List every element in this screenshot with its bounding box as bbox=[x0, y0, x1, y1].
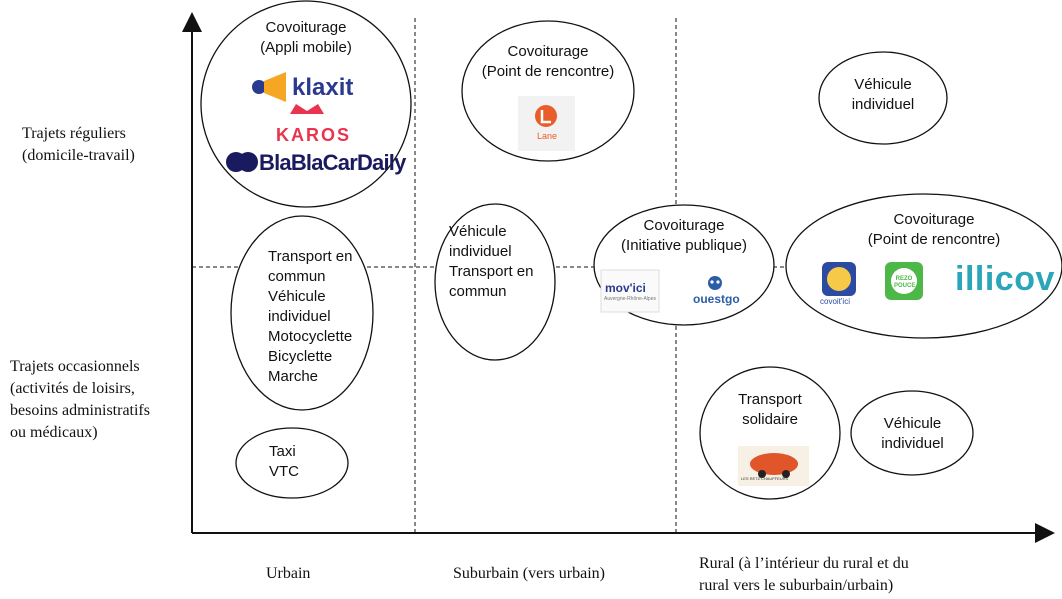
rezo-pouce-icon bbox=[885, 262, 923, 300]
bubble-label-suburban-mix: Véhicule individuel Transport en commun bbox=[449, 223, 534, 300]
bubble-rural-meeting bbox=[785, 193, 1062, 339]
covoitici-icon bbox=[822, 262, 856, 296]
bubble-suburban-mix bbox=[434, 203, 556, 361]
ouestgo-logo: ouestgo bbox=[693, 292, 740, 306]
blablacar-logo: BlaBlaCarDaily bbox=[259, 150, 406, 175]
x-label-urban: Urbain bbox=[266, 565, 311, 582]
movici-sub-text: Auvergne-Rhône-Alpes bbox=[604, 296, 656, 302]
bubble-label-carpool-app: Covoiturage (Appli mobile) bbox=[260, 19, 352, 56]
bubble-label-rural-vehicle-top: Véhicule individuel bbox=[851, 76, 915, 113]
ouestgo-icon bbox=[708, 276, 722, 290]
bubble-label-rural-meeting: Covoiturage (Point de rencontre) bbox=[867, 211, 1001, 248]
lane-logo bbox=[518, 96, 575, 151]
bubble-suburban-carpool bbox=[461, 20, 635, 162]
bubble-label-solidaire: Transport solidaire bbox=[738, 391, 802, 428]
y-label-regular: Trajets réguliers (domicile-travail) bbox=[22, 125, 135, 164]
lane-logo-text: Lane bbox=[537, 131, 558, 141]
bubble-label-public-carpool: Covoiturage (Initiative publique) bbox=[621, 217, 747, 254]
illicov-logo: illicov bbox=[955, 260, 1055, 298]
bubble-rural-vehicle-top bbox=[818, 51, 948, 145]
retz-chauffeurs-logo bbox=[738, 446, 809, 486]
x-label-suburban: Suburbain (vers urbain) bbox=[453, 565, 605, 582]
karos-crown-icon bbox=[290, 104, 324, 114]
klaxit-logo: klaxit bbox=[292, 74, 354, 101]
bubble-label-suburban-carpool: Covoiturage (Point de rencontre) bbox=[481, 43, 615, 80]
bubble-urban-mix bbox=[230, 215, 374, 411]
covoitici-logo: covoit'ici bbox=[820, 297, 850, 306]
blablacar-icon bbox=[226, 152, 258, 172]
movici-logo-box bbox=[600, 269, 660, 313]
bubble-urban-taxi bbox=[235, 427, 349, 499]
bubble-label-urban-mix: Transport en commun Véhicule individuel … bbox=[268, 248, 353, 385]
y-label-occasional: Trajets occasionnels (activités de loisi… bbox=[10, 358, 150, 441]
klaxit-icon bbox=[252, 72, 286, 102]
rezo-pouce-logo: REZO POUCE bbox=[894, 276, 916, 289]
bubble-label-taxi: Taxi VTC bbox=[269, 443, 299, 480]
bubble-rural-vehicle-bottom bbox=[850, 390, 974, 476]
movici-logo: mov'ici bbox=[605, 281, 646, 295]
x-label-rural: Rural (à l’intérieur du rural et du rura… bbox=[699, 555, 909, 594]
bubble-label-rural-vehicle-bottom: Véhicule individuel bbox=[881, 415, 944, 452]
retz-chauffeurs-text: LES RETZ'CHAUFFEURS bbox=[741, 476, 789, 481]
karos-logo: KAROS bbox=[276, 125, 352, 145]
